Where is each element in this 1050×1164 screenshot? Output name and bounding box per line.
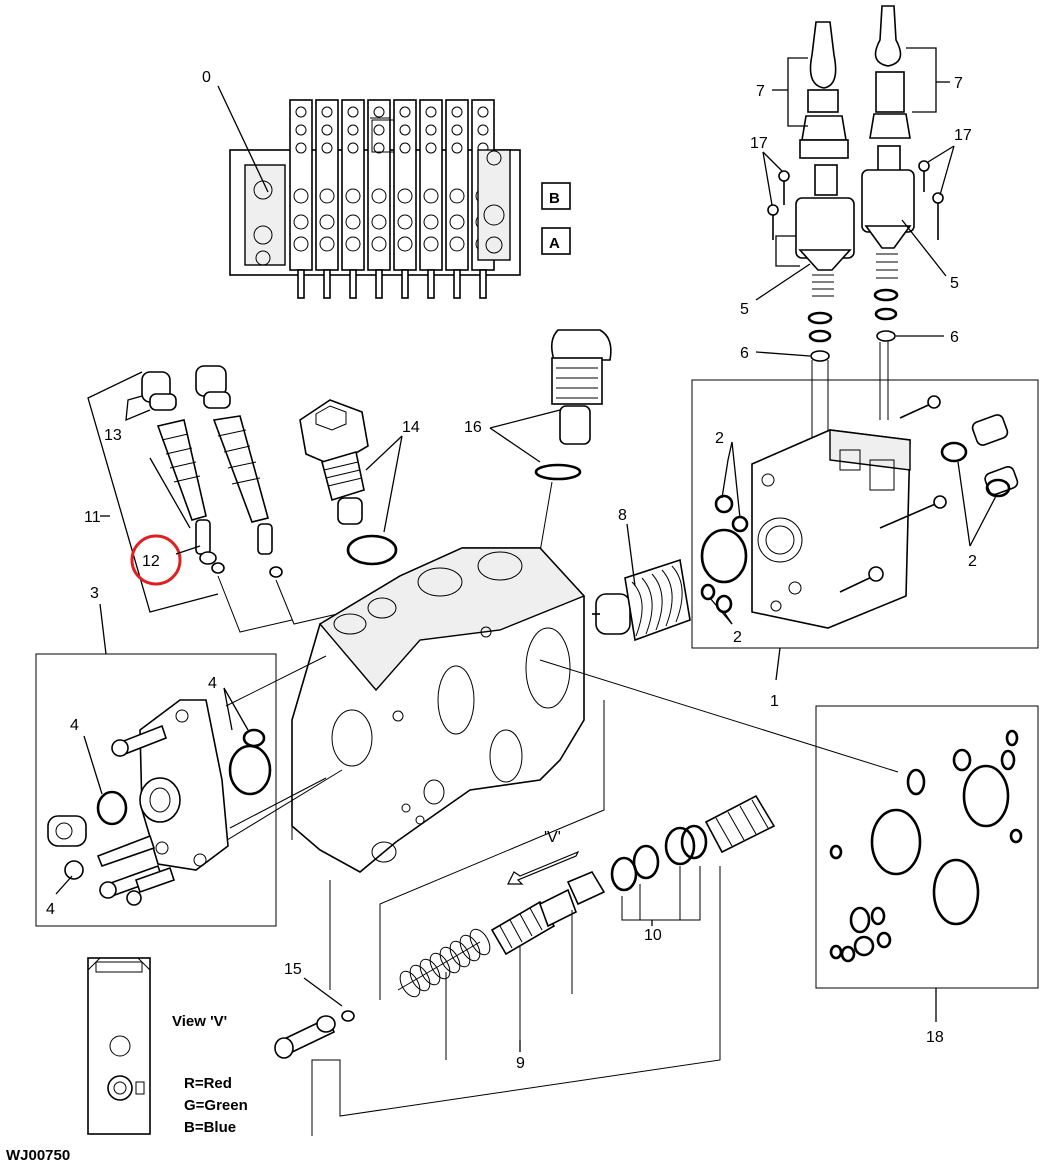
callout-4-bottom: 4 [46,901,55,918]
callout-8: 8 [618,507,627,524]
end-cover-3 [47,699,272,906]
callout-16: 16 [464,419,482,436]
callout-15: 15 [284,961,302,978]
view-v-inset [87,957,151,1135]
callout-2-right: 2 [968,553,977,570]
callout-4-left: 4 [70,717,79,734]
callout-17-right: 17 [954,127,972,144]
view-v-title: View 'V' [172,1013,227,1030]
section-1-box [691,379,1039,649]
valve-section-1 [700,395,1019,629]
callout-12: 12 [142,553,160,570]
callout-11: 11 [84,509,101,526]
callout-0: 0 [202,69,211,86]
spool-section [289,99,313,299]
section-18-box [815,705,1039,989]
callout-13: 13 [104,427,122,444]
relief-valve-16 [534,329,612,481]
callout-4-top: 4 [208,675,217,692]
main-valve-body [291,547,586,873]
spool-section [445,99,469,299]
callout-7-right: 7 [954,75,963,92]
callout-5-left: 5 [740,301,749,318]
callout-14: 14 [402,419,420,436]
spring-cap-8 [592,558,691,642]
callout-5-right: 5 [950,275,959,292]
spool-spring-9 [397,870,606,998]
view-v-legend-red: R=Red [184,1075,232,1092]
solenoid-screws [767,160,944,240]
plug-14 [299,399,398,566]
callout-1: 1 [770,693,779,710]
callout-6-right: 6 [950,329,959,346]
spool-section [393,99,417,299]
callout-17-left: 17 [750,135,768,152]
view-v-legend-green: G=Green [184,1097,248,1114]
callout-2-bottom: 2 [733,629,742,646]
callout-9: 9 [516,1055,525,1072]
spool-section [341,99,365,299]
pilot-cartridges [141,365,283,578]
highlight-circle-12 [130,534,182,586]
view-box-b [541,182,571,210]
view-v-arrow-label: 'V' [544,829,561,846]
callout-10: 10 [644,927,662,944]
view-box-a-label: A [549,235,560,252]
callout-2-top: 2 [715,430,724,447]
callout-6-left: 6 [740,345,749,362]
callout-7-left: 7 [756,83,765,100]
screws-15 [274,1010,355,1059]
figure-id: WJ00750 [6,1147,70,1164]
view-v-legend-blue: B=Blue [184,1119,236,1136]
spool-section [419,99,443,299]
solenoid-actuator-left [795,21,855,362]
view-box-a [541,227,571,255]
seal-kit-18 [829,729,1023,963]
spool-seals-10 [610,794,776,892]
view-v-arrow-icon [507,850,580,885]
callout-3: 3 [90,585,99,602]
section-3-box [35,653,277,927]
valve-assembly-overview [229,99,521,299]
spool-section [367,99,391,299]
view-box-b-label: B [549,190,560,207]
solenoid-actuator-right [861,5,915,342]
callout-18: 18 [926,1029,944,1046]
spool-section [315,99,339,299]
